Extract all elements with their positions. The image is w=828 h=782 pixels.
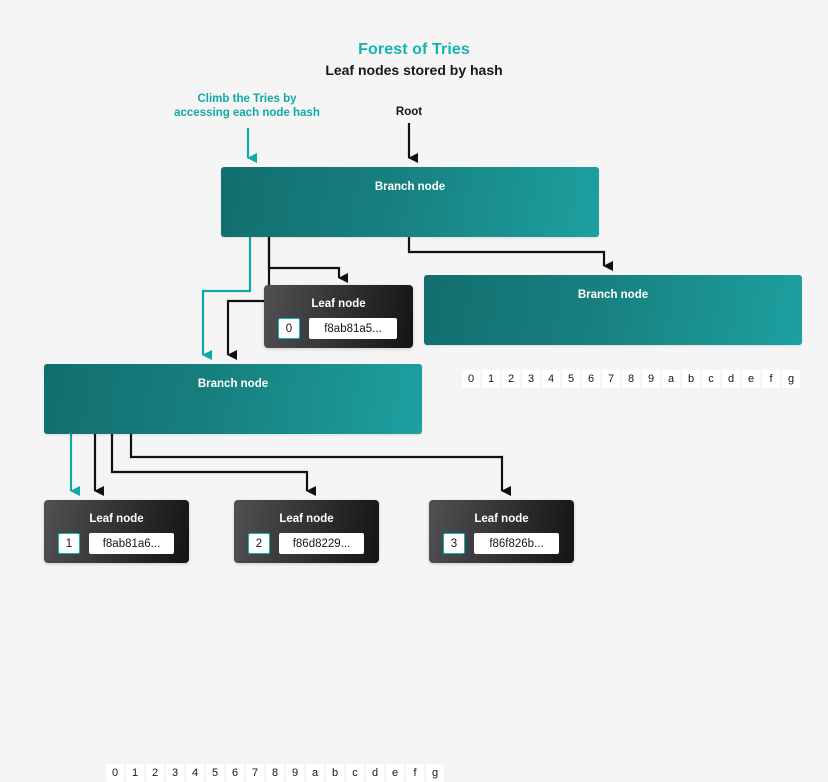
branch-cell[interactable]: c xyxy=(702,370,720,388)
branch-cells-lower: 0 1 2 3 4 5 6 7 8 9 a b c d e f g xyxy=(106,764,444,782)
branch-node-label: Branch node xyxy=(577,289,649,301)
branch-cell[interactable]: b xyxy=(682,370,700,388)
branch-cell[interactable]: 3 xyxy=(522,370,540,388)
branch-cell[interactable]: 6 xyxy=(226,764,244,782)
leaf-node-label: Leaf node xyxy=(311,298,366,310)
branch-cell[interactable]: b xyxy=(326,764,344,782)
leaf-hash-value[interactable]: f8ab81a5... xyxy=(309,318,397,339)
leaf-node-row: 0 f8ab81a5... xyxy=(278,318,397,339)
leaf-node-label: Leaf node xyxy=(89,513,144,525)
branch-cell[interactable]: 7 xyxy=(246,764,264,782)
branch-cell[interactable]: f xyxy=(406,764,424,782)
leaf-node-label: Leaf node xyxy=(279,513,334,525)
branch-cell[interactable]: 4 xyxy=(542,370,560,388)
branch-cell[interactable]: 5 xyxy=(562,370,580,388)
branch-cell[interactable]: 0 xyxy=(462,370,480,388)
branch-cell[interactable]: 6 xyxy=(582,370,600,388)
branch-node-root[interactable]: Branch node 0 1 2 3 4 5 6 7 8 9 a b c d … xyxy=(221,167,800,388)
branch-cell[interactable]: 7 xyxy=(602,370,620,388)
leaf-node-label: Leaf node xyxy=(474,513,529,525)
branch-cell[interactable]: a xyxy=(662,370,680,388)
branch-node-lower[interactable]: Branch node 0 1 2 3 4 5 6 7 8 9 a b c d … xyxy=(44,364,444,782)
branch-cell[interactable]: 8 xyxy=(266,764,284,782)
diagram-canvas: Forest of Tries Leaf nodes stored by has… xyxy=(44,41,802,782)
branch-cell[interactable]: e xyxy=(386,764,404,782)
leaf-hash-value[interactable]: f86f826b... xyxy=(474,533,559,554)
leaf-node-2[interactable]: Leaf node 2 f86d8229... xyxy=(234,500,379,563)
leaf-index-badge[interactable]: 2 xyxy=(248,533,270,554)
leaf-node-1[interactable]: Leaf node 1 f8ab81a6... xyxy=(44,500,189,563)
leaf-node-row: 2 f86d8229... xyxy=(248,533,364,554)
branch-cell[interactable]: 4 xyxy=(186,764,204,782)
leaf-node-row: 3 f86f826b... xyxy=(443,533,559,554)
branch-cell[interactable]: 9 xyxy=(286,764,304,782)
branch-cell[interactable]: 2 xyxy=(502,370,520,388)
leaf-index-badge[interactable]: 0 xyxy=(278,318,300,339)
page-subtitle: Leaf nodes stored by hash xyxy=(325,62,503,78)
wire-root-cell0-to-lower-branch xyxy=(201,224,252,360)
branch-cell[interactable]: 1 xyxy=(482,370,500,388)
branch-cell[interactable]: 1 xyxy=(126,764,144,782)
leaf-index-badge[interactable]: 1 xyxy=(58,533,80,554)
page-title: Forest of Tries xyxy=(358,41,470,58)
leaf-node-row: 1 f8ab81a6... xyxy=(58,533,174,554)
branch-cell[interactable]: d xyxy=(722,370,740,388)
annotation-climb-the-tries: Climb the Tries by accessing each node h… xyxy=(174,93,320,119)
branch-cell[interactable]: c xyxy=(346,764,364,782)
branch-cell[interactable]: 8 xyxy=(622,370,640,388)
branch-node-right[interactable]: Branch node 0 1 2 3 4 5 6 7 8 9 a b c d … xyxy=(424,275,802,345)
branch-cell[interactable]: 0 xyxy=(106,764,124,782)
wire-root-cell1-to-lower-branch xyxy=(226,224,271,360)
branch-cell[interactable]: 9 xyxy=(642,370,660,388)
branch-cell[interactable]: g xyxy=(426,764,444,782)
branch-cell[interactable]: d xyxy=(366,764,384,782)
branch-cell[interactable]: e xyxy=(742,370,760,388)
leaf-node-0[interactable]: Leaf node 0 f8ab81a5... xyxy=(264,285,413,348)
leaf-index-badge[interactable]: 3 xyxy=(443,533,465,554)
leaf-node-3[interactable]: Leaf node 3 f86f826b... xyxy=(429,500,574,563)
branch-cell[interactable]: f xyxy=(762,370,780,388)
branch-node-label: Branch node xyxy=(197,378,269,390)
branch-cell[interactable]: 2 xyxy=(146,764,164,782)
branch-cell[interactable]: 3 xyxy=(166,764,184,782)
branch-cells-root: 0 1 2 3 4 5 6 7 8 9 a b c d e f g xyxy=(462,370,800,388)
branch-cell[interactable]: g xyxy=(782,370,800,388)
leaf-hash-value[interactable]: f86d8229... xyxy=(279,533,364,554)
branch-cell[interactable]: a xyxy=(306,764,324,782)
branch-cell[interactable]: 5 xyxy=(206,764,224,782)
branch-node-label: Branch node xyxy=(374,181,446,193)
leaf-hash-value[interactable]: f8ab81a6... xyxy=(89,533,174,554)
annotation-root: Root xyxy=(395,106,423,118)
